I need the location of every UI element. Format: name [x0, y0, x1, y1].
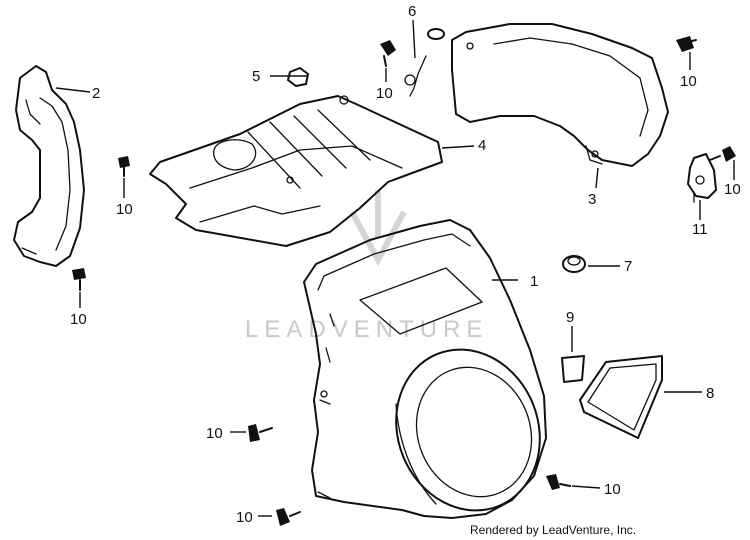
callout-3[interactable]: 3 [588, 191, 596, 208]
callout-10[interactable]: 10 [604, 481, 621, 498]
callout-10[interactable]: 10 [376, 85, 393, 102]
callout-10[interactable]: 10 [116, 201, 133, 218]
part-9-label-plate[interactable] [561, 355, 585, 383]
watermark: LEADVENTURE [245, 190, 488, 343]
callout-5[interactable]: 5 [252, 68, 260, 85]
callout-4[interactable]: 4 [478, 137, 486, 154]
callout-8[interactable]: 8 [706, 385, 714, 402]
footer-credit: Rendered by LeadVenture, Inc. [470, 523, 636, 537]
part-6-wire-link[interactable] [404, 28, 445, 97]
callout-11[interactable]: 11 [692, 221, 708, 238]
callout-10[interactable]: 10 [206, 425, 223, 442]
callout-10[interactable]: 10 [236, 509, 253, 526]
callout-1[interactable]: 1 [530, 273, 538, 290]
part-1-blower-housing[interactable] [303, 219, 564, 532]
part-3-shroud-bracket[interactable] [451, 23, 669, 167]
callout-10[interactable]: 10 [724, 181, 741, 198]
leader-lines [55, 19, 735, 517]
callout-2[interactable]: 2 [92, 85, 100, 102]
part-7-grommet[interactable] [562, 255, 586, 273]
callouts: 1 2 3 4 5 6 7 8 9 10 10 10 10 10 10 10 1… [70, 3, 741, 526]
callout-9[interactable]: 9 [566, 309, 574, 326]
callout-7[interactable]: 7 [624, 258, 632, 275]
watermark-text: LEADVENTURE [245, 316, 488, 343]
part-10-screws[interactable] [72, 36, 736, 526]
part-8-gasket[interactable] [579, 355, 663, 439]
callout-10[interactable]: 10 [680, 73, 697, 90]
part-4-top-cover[interactable] [149, 95, 443, 247]
part-11-clip[interactable] [687, 153, 717, 203]
callout-10[interactable]: 10 [70, 311, 87, 328]
part-5-nut[interactable] [286, 66, 310, 88]
part-2-side-shield[interactable] [13, 65, 85, 267]
callout-6[interactable]: 6 [408, 3, 416, 20]
